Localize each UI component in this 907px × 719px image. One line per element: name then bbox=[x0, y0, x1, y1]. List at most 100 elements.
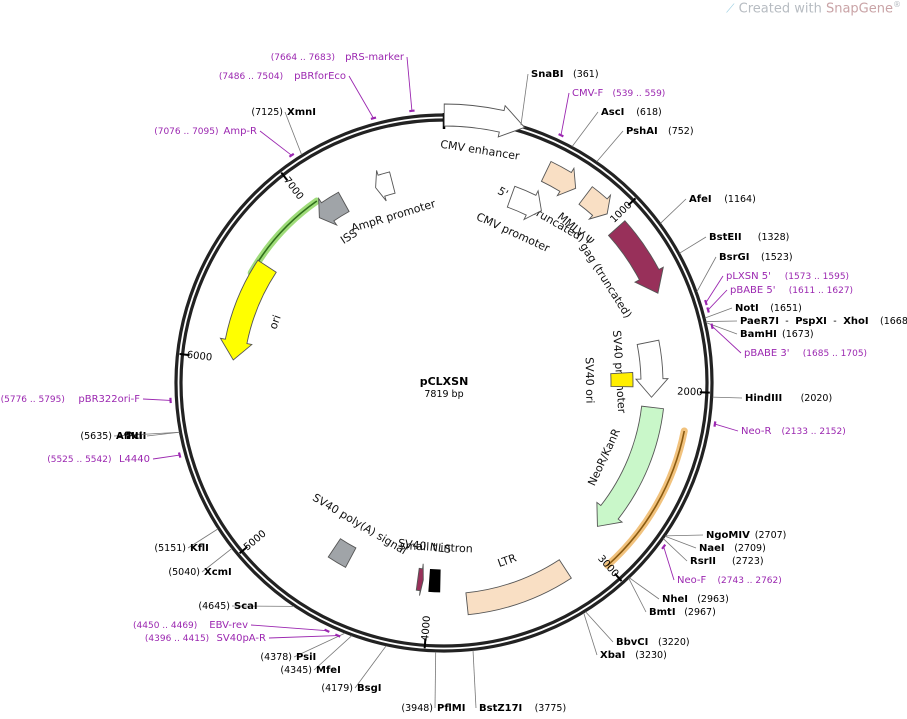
primer-pbabe-5[interactable]: pBABE 5'(1611 .. 1627) bbox=[730, 285, 853, 296]
site-pos-noti: (1651) bbox=[770, 303, 802, 314]
primer-pbabe-3[interactable]: pBABE 3'(1685 .. 1705) bbox=[744, 348, 867, 359]
feature-ori[interactable] bbox=[219, 259, 277, 361]
tick-label-7000: 7000 bbox=[281, 175, 305, 202]
site-name-pspxi: PspXI bbox=[795, 316, 827, 327]
site-leader-naei bbox=[664, 535, 697, 549]
site-rsrii[interactable]: RsrII(2723) bbox=[690, 556, 764, 567]
site-xbai[interactable]: XbaI(3230) bbox=[600, 650, 667, 661]
site-snabi[interactable]: SnaBI(361) bbox=[531, 69, 599, 80]
feature-label-small-t-intron: small t intron bbox=[400, 539, 473, 555]
feature-5-ltr-truncated[interactable] bbox=[540, 160, 577, 197]
primer-name-cmv-f: CMV-F bbox=[572, 88, 603, 99]
site-pcii[interactable]: PciI bbox=[126, 431, 146, 442]
site-pos-bsrgi: (1523) bbox=[761, 252, 793, 263]
primer-sv40pa-r[interactable]: SV40pA-R(4396 .. 4415) bbox=[145, 633, 266, 644]
site-bamhi[interactable]: BamHI(1673) bbox=[740, 329, 814, 340]
site-leader-bmti bbox=[628, 578, 647, 613]
site-separator: - bbox=[833, 316, 836, 327]
tick-mark-6000 bbox=[179, 353, 190, 357]
watermark-brand: SnapGene bbox=[825, 1, 893, 17]
primer-plxsn-5[interactable]: pLXSN 5'(1573 .. 1595) bbox=[726, 271, 849, 282]
primer-mark-amp-r bbox=[288, 152, 295, 158]
feature-sv40-ori[interactable] bbox=[610, 371, 634, 388]
site-pos-psii: (4378) bbox=[260, 652, 292, 663]
tick-label-5000: 5000 bbox=[242, 528, 269, 553]
site-afliii[interactable]: (5635)AflIII bbox=[80, 431, 142, 442]
site-pos-afliii: (5635) bbox=[80, 431, 112, 442]
site-bstz17i[interactable]: BstZ17I(3775) bbox=[479, 703, 566, 714]
site-name-nhei: NheI bbox=[662, 594, 688, 605]
site-xcmi[interactable]: (5040)XcmI bbox=[168, 567, 231, 578]
feature-small-t-intron[interactable] bbox=[428, 569, 441, 593]
site-leader-mfei bbox=[313, 635, 353, 671]
site-bmti[interactable]: BmtI(2967) bbox=[649, 607, 716, 618]
site-bsteii[interactable]: BstEII(1328) bbox=[709, 232, 789, 243]
primer-name-neo-f: Neo-F bbox=[677, 575, 707, 586]
site-asci[interactable]: AscI(618) bbox=[601, 107, 662, 118]
feature-label-cmv-enhancer: CMV enhancer bbox=[439, 138, 520, 163]
feature-gag-truncated[interactable] bbox=[607, 220, 664, 294]
feature-sv40-promoter[interactable] bbox=[634, 339, 669, 398]
site-leader-paer7i bbox=[705, 320, 738, 322]
site-scai[interactable]: (4645)ScaI bbox=[198, 601, 257, 612]
site-afei[interactable]: AfeI(1164) bbox=[689, 194, 756, 205]
feature-iss[interactable] bbox=[318, 191, 350, 227]
primer-range-neo-f: (2743 .. 2762) bbox=[718, 576, 782, 586]
site-kfli[interactable]: (5151)KflI bbox=[154, 543, 208, 554]
primer-mark-cmv-f bbox=[558, 133, 564, 138]
site-name-bsrgi: BsrGI bbox=[719, 252, 749, 263]
feature-cmv-promoter[interactable] bbox=[506, 185, 542, 221]
site-hindiii[interactable]: HindIII(2020) bbox=[745, 393, 832, 404]
site-compound-afliii-pcii[interactable]: - bbox=[118, 431, 121, 442]
primer-range-l4440: (5525 .. 5542) bbox=[47, 455, 111, 465]
site-bsgi[interactable]: (4179)BsgI bbox=[321, 683, 381, 694]
site-separator: - bbox=[785, 316, 788, 327]
feature-neor-kanr[interactable] bbox=[596, 405, 664, 527]
site-ngomiv[interactable]: NgoMIV(2707) bbox=[706, 530, 786, 541]
site-pos-bsgi: (4179) bbox=[321, 683, 353, 694]
site-noti[interactable]: NotI(1651) bbox=[735, 303, 802, 314]
site-naei[interactable]: NaeI(2709) bbox=[699, 543, 766, 554]
site-xmni[interactable]: (7125)XmnI bbox=[251, 107, 316, 118]
primer-cmv-f[interactable]: CMV-F(539 .. 559) bbox=[572, 88, 665, 99]
feature-ampr-promoter[interactable] bbox=[375, 170, 396, 202]
site-pshai[interactable]: PshAI(752) bbox=[626, 126, 694, 137]
primer-amp-r[interactable]: Amp-R(7076 .. 7095) bbox=[154, 126, 257, 137]
primer-neo-f[interactable]: Neo-F (2743 .. 2762) bbox=[677, 575, 782, 586]
site-pos-pshai: (752) bbox=[668, 126, 694, 137]
site-mfei[interactable]: (4345)MfeI bbox=[280, 665, 340, 676]
site-leader-rsrii bbox=[663, 538, 688, 562]
feature-mmlv[interactable] bbox=[578, 186, 612, 220]
site-leader-kfli bbox=[187, 528, 219, 549]
primer-ebv-rev[interactable]: EBV-rev(4450 .. 4469) bbox=[133, 620, 248, 631]
primer-l4440[interactable]: L4440(5525 .. 5542) bbox=[47, 454, 150, 465]
site-pos-asci: (618) bbox=[636, 107, 662, 118]
primer-prs-marker[interactable]: pRS-marker(7664 .. 7683) bbox=[271, 52, 405, 63]
primer-mark-pbabe-3 bbox=[710, 323, 714, 330]
feature-ltr[interactable] bbox=[465, 559, 572, 616]
site-pflmi[interactable]: (3948)PflMI bbox=[401, 703, 465, 714]
primer-leader-plxsn-5 bbox=[705, 275, 724, 303]
site-bsrgi[interactable]: BsrGI (1523) bbox=[719, 252, 793, 263]
primer-mark-l4440 bbox=[177, 452, 182, 458]
site-name-naei: NaeI bbox=[699, 543, 725, 554]
primer-name-pbabe-3: pBABE 3' bbox=[744, 348, 790, 359]
site-compound-paer7i-pspxi-xhoi[interactable]: PaeR7I-PspXI-XhoI(1668) bbox=[740, 316, 907, 327]
feature-cmv-enhancer[interactable] bbox=[443, 103, 526, 138]
site-name-xmni: XmnI bbox=[287, 107, 316, 118]
primer-pbr322ori-f[interactable]: pBR322ori-F(5776 .. 5795) bbox=[1, 394, 141, 405]
site-psii[interactable]: (4378)PsiI bbox=[260, 652, 316, 663]
primer-layer: pRS-marker(7664 .. 7683) pBRforEco(7486 .… bbox=[1, 52, 867, 644]
primer-name-plxsn-5: pLXSN 5' bbox=[726, 271, 771, 282]
primer-range-pbabe-5: (1611 .. 1627) bbox=[789, 286, 853, 296]
primer-pbrforeco[interactable]: pBRforEco(7486 .. 7504) bbox=[219, 71, 346, 82]
primer-neo-r[interactable]: Neo-R(2133 .. 2152) bbox=[741, 426, 846, 437]
primer-leader-pbrforeco bbox=[348, 75, 374, 119]
feature-sv40-poly-a-signal[interactable] bbox=[327, 538, 357, 568]
feature-sv40-nls[interactable] bbox=[415, 563, 424, 596]
site-name-mfei: MfeI bbox=[316, 665, 341, 676]
primer-mark-pbabe-5 bbox=[706, 307, 710, 313]
site-nhei[interactable]: NheI(2963) bbox=[662, 594, 729, 605]
site-bbvci[interactable]: BbvCI(3220) bbox=[616, 637, 690, 648]
site-leader-ngomiv bbox=[665, 534, 704, 537]
